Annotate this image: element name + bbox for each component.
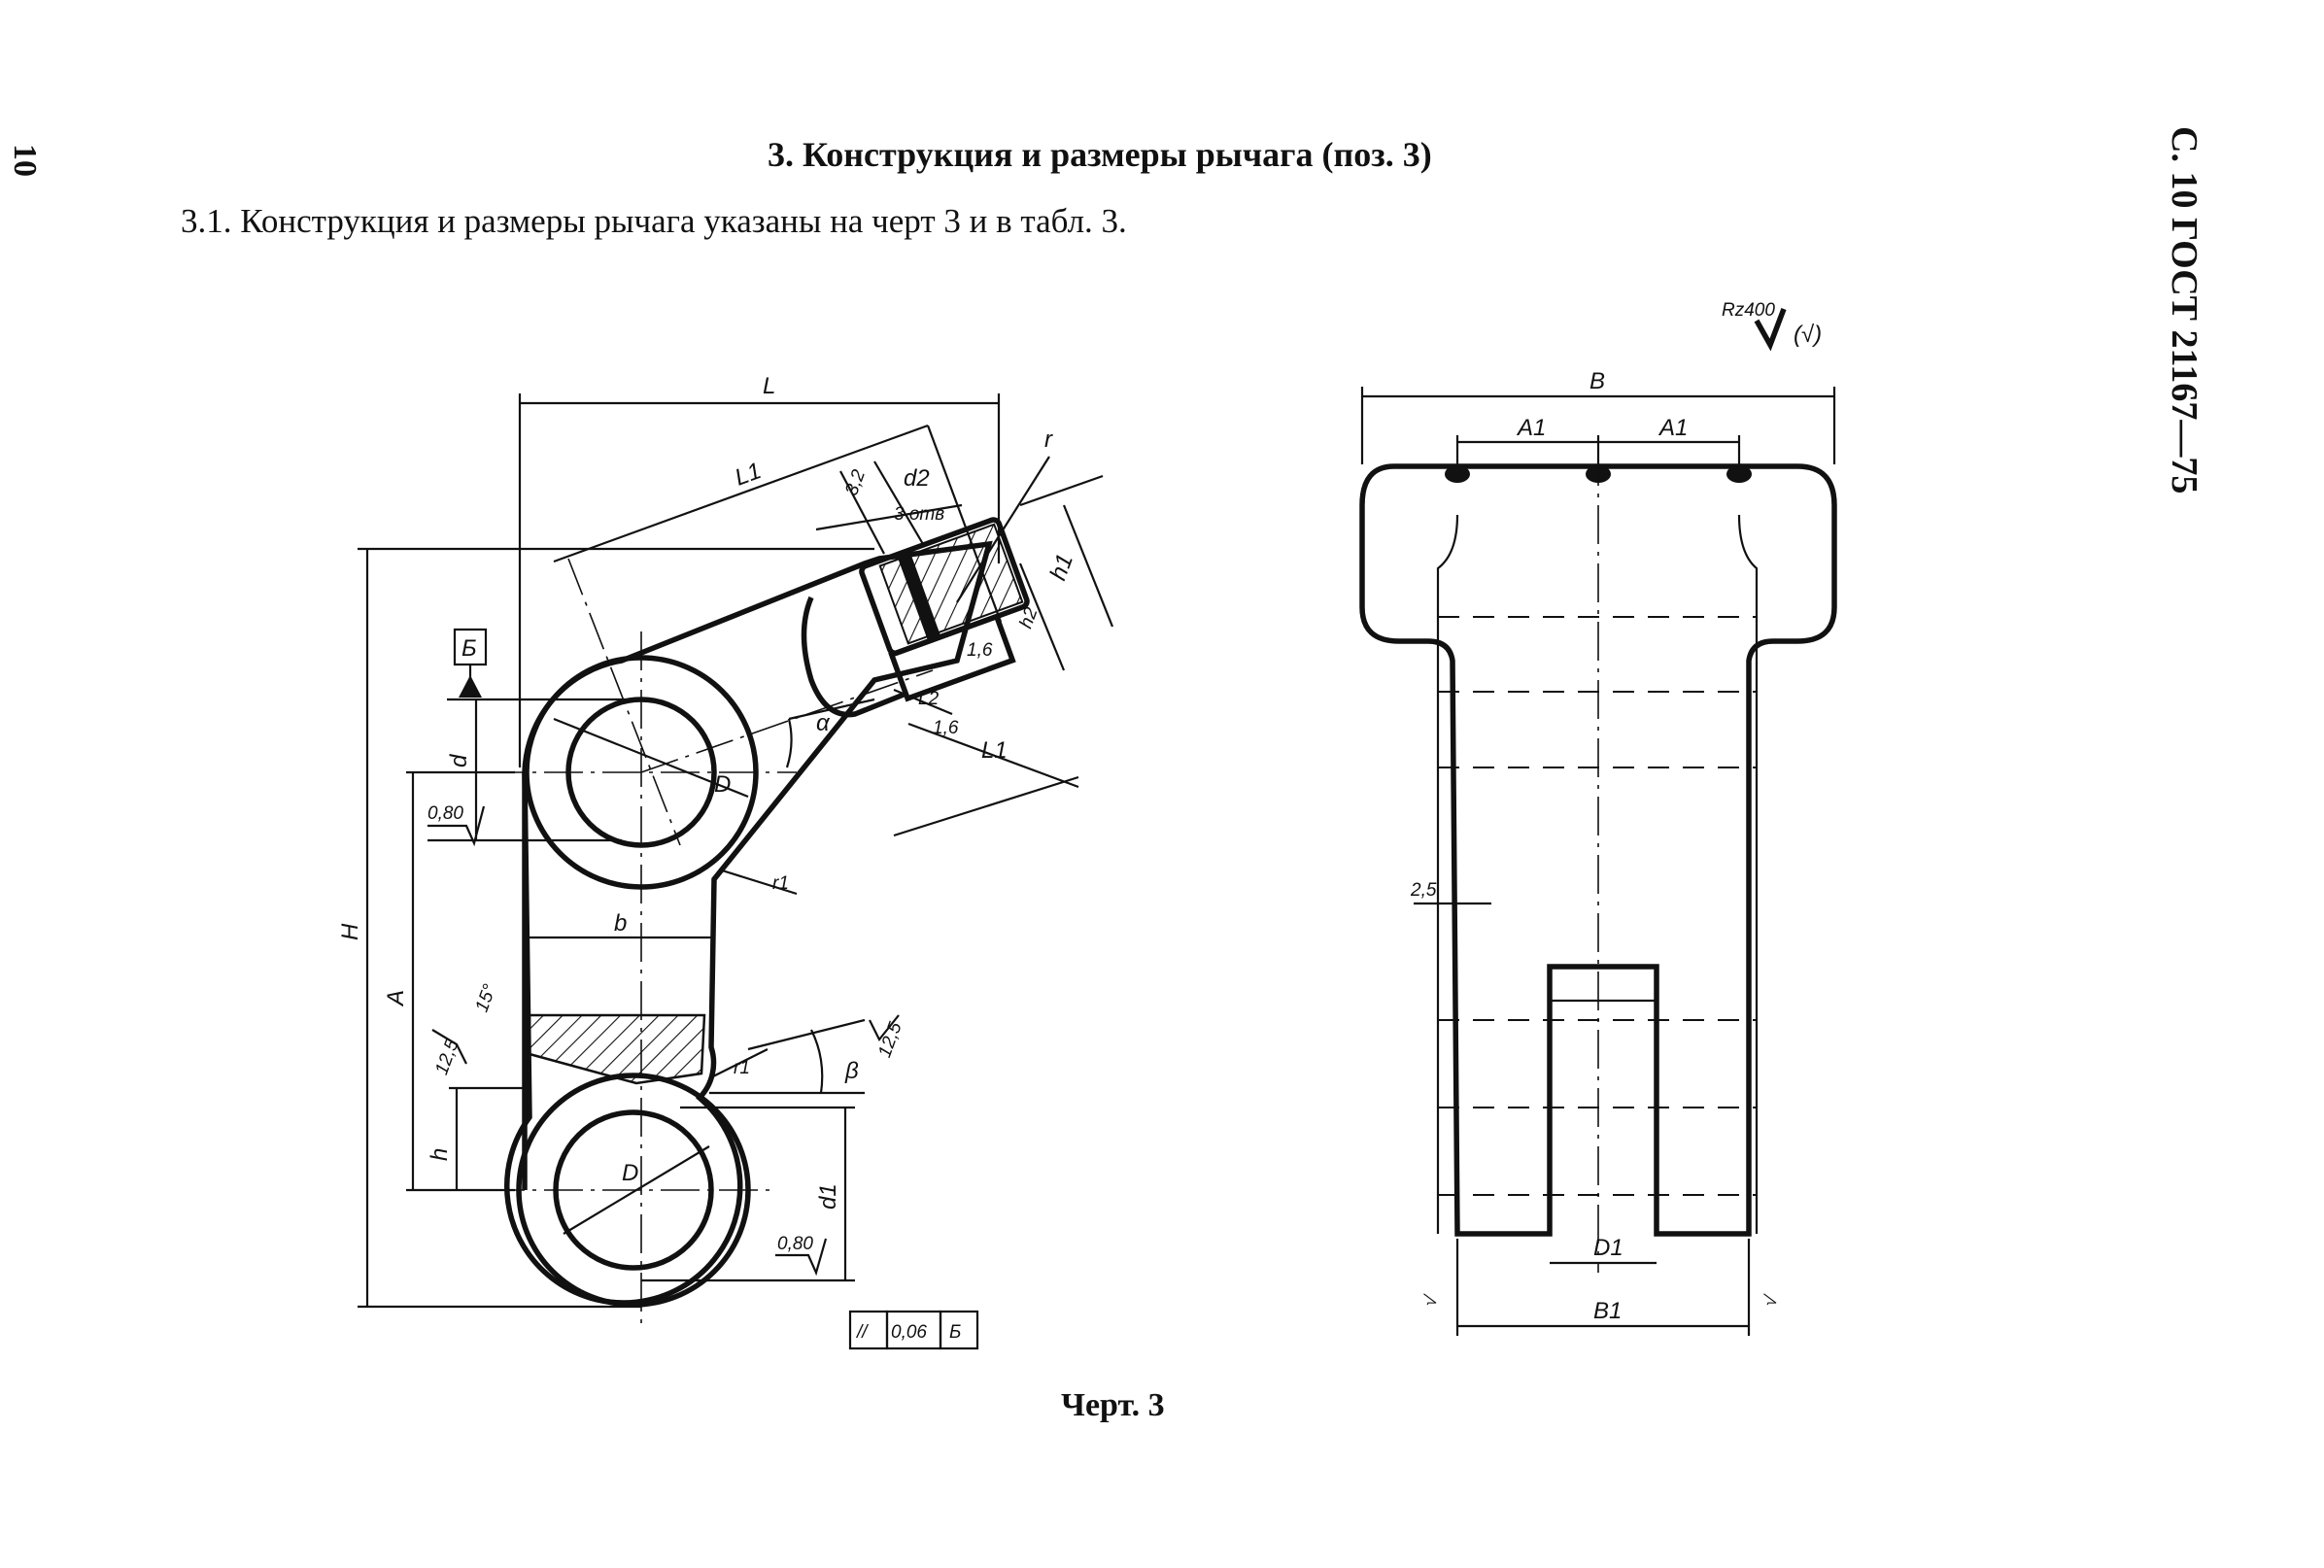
roughness-32: 3,2 xyxy=(841,466,870,497)
dim-L2: L2 xyxy=(918,689,940,709)
arm-section xyxy=(528,1013,706,1085)
roughness-125-left: 12,5 xyxy=(431,1037,463,1077)
dim-r: r xyxy=(1044,426,1053,453)
weld-mark-left: √ xyxy=(1419,1292,1442,1310)
dim-h: h xyxy=(427,1148,453,1161)
surface-finish-label: Rz400 xyxy=(1722,300,1775,321)
roughness-16b: 1,6 xyxy=(933,718,959,738)
dim-A1-left: A1 xyxy=(1516,415,1546,441)
dim-D1: D1 xyxy=(1593,1235,1623,1261)
dim-B1: B1 xyxy=(1593,1298,1622,1324)
dim-L1-low: L1 xyxy=(981,737,1008,764)
side-outline xyxy=(1359,463,1837,1237)
dim-A: A xyxy=(383,990,409,1007)
dim-L: L xyxy=(763,373,775,399)
roughness-080-top: 0,80 xyxy=(427,803,463,824)
tolerance-value: 0,06 xyxy=(891,1322,927,1343)
tolerance-datum: Б xyxy=(949,1322,961,1343)
paragraph: 3.1. Конструкция и размеры рычага указан… xyxy=(181,202,1127,240)
dim-beta: β xyxy=(844,1058,859,1084)
weld-right xyxy=(1726,465,1752,483)
dim-D-bottom: D xyxy=(622,1160,638,1186)
dim-r1b: r1 xyxy=(734,1058,750,1078)
roughness-080-bottom: 0,80 xyxy=(777,1234,813,1254)
dim-r1: r1 xyxy=(772,873,789,894)
dim-alpha: α xyxy=(816,710,831,736)
angle-15: 15° xyxy=(472,981,501,1015)
weld-mark-right: √ xyxy=(1760,1292,1782,1310)
figure-caption: Черт. 3 xyxy=(1061,1387,1165,1423)
roughness-16a: 1,6 xyxy=(967,640,993,661)
dim-2-5: 2,5 xyxy=(1410,880,1437,901)
dim-d1: d1 xyxy=(815,1183,841,1210)
dim-H: H xyxy=(337,923,363,940)
weld-left xyxy=(1445,465,1470,483)
tolerance-frame: // 0,06 Б xyxy=(848,1310,979,1350)
dim-h1: h1 xyxy=(1045,551,1079,584)
svg-text:(√): (√) xyxy=(1794,322,1822,348)
datum-label: Б xyxy=(461,635,477,662)
dim-b: b xyxy=(614,910,627,937)
dim-A1-right: A1 xyxy=(1658,415,1688,441)
tolerance-symbol: // xyxy=(855,1322,869,1343)
dim-B: B xyxy=(1589,368,1605,394)
dim-D-top: D xyxy=(714,771,731,798)
surface-finish-mark: Rz400 (√) xyxy=(1722,300,1822,352)
lever-front-view: L H A h d Б 0,80 D D b xyxy=(337,373,1114,1350)
dim-d2: d2 xyxy=(904,465,930,492)
lever-side-view: B A1 A1 2,5 D1 B1 √ √ xyxy=(1359,368,1837,1336)
section-title: 3. Конструкция и размеры рычага (поз. 3) xyxy=(768,135,1432,174)
dim-d: d xyxy=(446,754,472,767)
